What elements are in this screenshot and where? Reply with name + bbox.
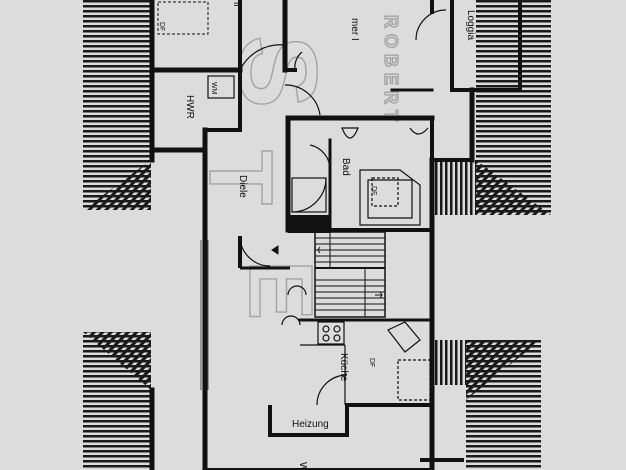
label-bottom-fragment: W (297, 462, 308, 470)
washing-machine-icon (207, 75, 235, 99)
walls (149, 0, 522, 470)
roof-hatching-right (430, 0, 551, 470)
label-df-top: DF (158, 22, 165, 31)
shaft-block (288, 215, 330, 233)
watermark-letters-e: E (230, 260, 330, 320)
label-top-left-fragment: ll (231, 2, 242, 6)
watermark-vertical-name: ROBERT (381, 15, 401, 127)
kitchen-fixtures (281, 285, 431, 405)
staircase (314, 231, 386, 318)
label-heizung: Heizung (292, 419, 329, 430)
label-wm: WM (210, 82, 217, 95)
label-df-kueche: DF (368, 358, 375, 367)
door-swings (239, 9, 447, 437)
window-diele (200, 240, 209, 390)
label-kueche: Küche (338, 353, 349, 382)
room-labels: mer I Loggia HWR WM DF ll Bad DF Diele K… (158, 2, 476, 470)
roof-hatching-left (83, 0, 151, 470)
bathroom-fixtures (291, 127, 429, 226)
label-bad: Bad (340, 158, 351, 176)
label-hwr: HWR (184, 95, 195, 119)
label-df-bad: DF (370, 186, 377, 195)
watermark: S T E ROBERT (189, 14, 401, 320)
label-loggia: Loggia (465, 10, 476, 40)
label-room-partial: mer I (349, 18, 360, 41)
entrance-door (238, 235, 290, 270)
skylight-top (157, 1, 209, 35)
label-diele: Diele (237, 175, 248, 198)
